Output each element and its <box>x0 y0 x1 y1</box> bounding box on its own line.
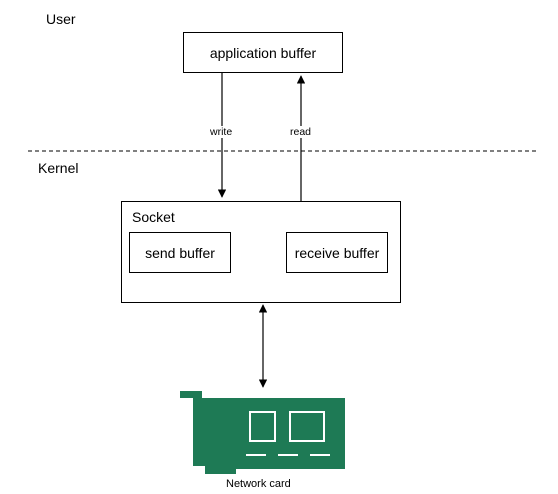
user-zone-label: User <box>46 11 76 27</box>
network-card-port-2 <box>289 411 325 442</box>
network-card-label: Network card <box>226 478 291 490</box>
write-arrow-label: write <box>209 126 234 138</box>
socket-label: Socket <box>132 209 175 225</box>
network-card-port-1 <box>249 411 276 442</box>
read-arrow-label: read <box>289 126 313 138</box>
receive-buffer-box: receive buffer <box>286 232 388 273</box>
application-buffer-box: application buffer <box>183 32 343 73</box>
send-buffer-box: send buffer <box>129 232 231 273</box>
network-card-board-shape <box>180 391 345 474</box>
application-buffer-label: application buffer <box>209 44 317 61</box>
receive-buffer-label: receive buffer <box>294 244 380 261</box>
network-card-icon <box>180 391 345 474</box>
send-buffer-label: send buffer <box>145 244 215 261</box>
kernel-zone-label: Kernel <box>38 160 79 176</box>
